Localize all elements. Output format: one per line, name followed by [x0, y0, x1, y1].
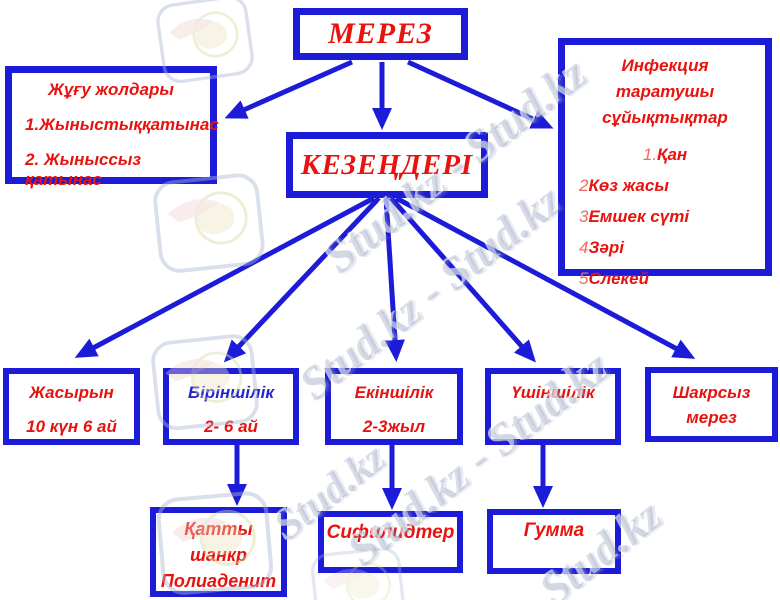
node-hard-chancre-line: Полиаденит	[160, 571, 277, 591]
arrow-stages-to-secondary	[383, 197, 405, 362]
node-stages: КЕЗЕҢДЕРІ	[286, 132, 488, 198]
node-fluids-item: 2Көз жасы	[571, 170, 759, 201]
node-gumma-line: Гумма	[523, 520, 585, 541]
node-tertiary-line: Үшіншілік	[511, 383, 595, 402]
node-hard-chancre-line: Қатты	[184, 519, 253, 539]
node-fluids-heading-line: таратушы	[615, 82, 715, 101]
node-primary: Біріншілік 2- 6 ай	[163, 368, 299, 445]
node-chancreless: Шакрсыз мерез	[645, 367, 778, 442]
node-syphilids-line: Сифилидтер	[326, 522, 455, 543]
item-number: 2	[579, 176, 589, 195]
node-merez-title: МЕРЕЗ	[328, 17, 433, 50]
arrow-stages-to-primary	[223, 196, 381, 363]
arrow-stages-to-latent	[74, 195, 376, 358]
node-gumma: Гумма	[487, 509, 621, 574]
item-number: 4	[579, 238, 589, 257]
arrow-merez-to-fluids	[406, 59, 554, 129]
node-latent-line: 10 күн 6 ай	[26, 417, 117, 436]
node-hard-chancre: Қатты шанкр Полиаденит	[150, 507, 287, 597]
node-fluids-heading-line: Инфекция	[621, 56, 709, 75]
node-hard-chancre-line: шанкр	[189, 545, 247, 565]
item-number: 5	[579, 269, 589, 288]
node-fluids: Инфекция таратушы сұйықтықтар 1.Қан 2Көз…	[558, 38, 772, 288]
node-syphilids: Сифилидтер	[318, 511, 463, 573]
node-fluids-item: 1.Қан	[571, 140, 759, 170]
node-chancreless-line: мерез	[686, 408, 737, 427]
node-fluids-item: 4Зәрі	[571, 232, 759, 263]
node-chancreless-line: Шакрсыз	[672, 383, 751, 402]
node-fluids-item: 3Емшек сүті	[571, 201, 759, 232]
node-transmission-heading: Жұғу жолдары	[48, 80, 174, 99]
arrow-merez-to-transmission	[224, 59, 354, 119]
node-secondary-line: 2-3жыл	[362, 417, 426, 436]
arrow-stages-to-tertiary	[389, 196, 536, 363]
item-number: 1.	[642, 145, 657, 164]
item-label: Қан	[657, 145, 688, 164]
node-transmission-item: 2. Жыныссыз қатынас	[25, 150, 142, 189]
node-secondary: Екіншілік 2-3жыл	[325, 368, 463, 445]
node-secondary-line: Екіншілік	[354, 383, 434, 402]
node-primary-line: 2- 6 ай	[204, 417, 258, 436]
node-fluids-item: 5Слекей	[571, 263, 759, 294]
item-label: Слекей	[588, 269, 650, 288]
node-merez: МЕРЕЗ	[293, 8, 468, 60]
node-transmission-item: 1.Жыныстыққатынас	[25, 115, 219, 134]
item-label: Зәрі	[588, 238, 624, 257]
item-label: Емшек сүті	[588, 207, 690, 226]
node-latent-line: Жасырын	[29, 383, 114, 402]
node-fluids-heading-line: сұйықтықтар	[602, 108, 728, 127]
node-tertiary: Үшіншілік	[485, 368, 621, 445]
item-label: Көз жасы	[588, 176, 669, 195]
arrow-stages-to-chancreless	[394, 195, 696, 359]
node-primary-line: Біріншілік	[188, 383, 274, 402]
node-transmission: Жұғу жолдары 1.Жыныстыққатынас 2. Жынысс…	[5, 66, 219, 189]
item-number: 3	[579, 207, 589, 226]
node-latent: Жасырын 10 күн 6 ай	[3, 368, 140, 445]
node-stages-title: КЕЗЕҢДЕРІ	[300, 148, 474, 181]
